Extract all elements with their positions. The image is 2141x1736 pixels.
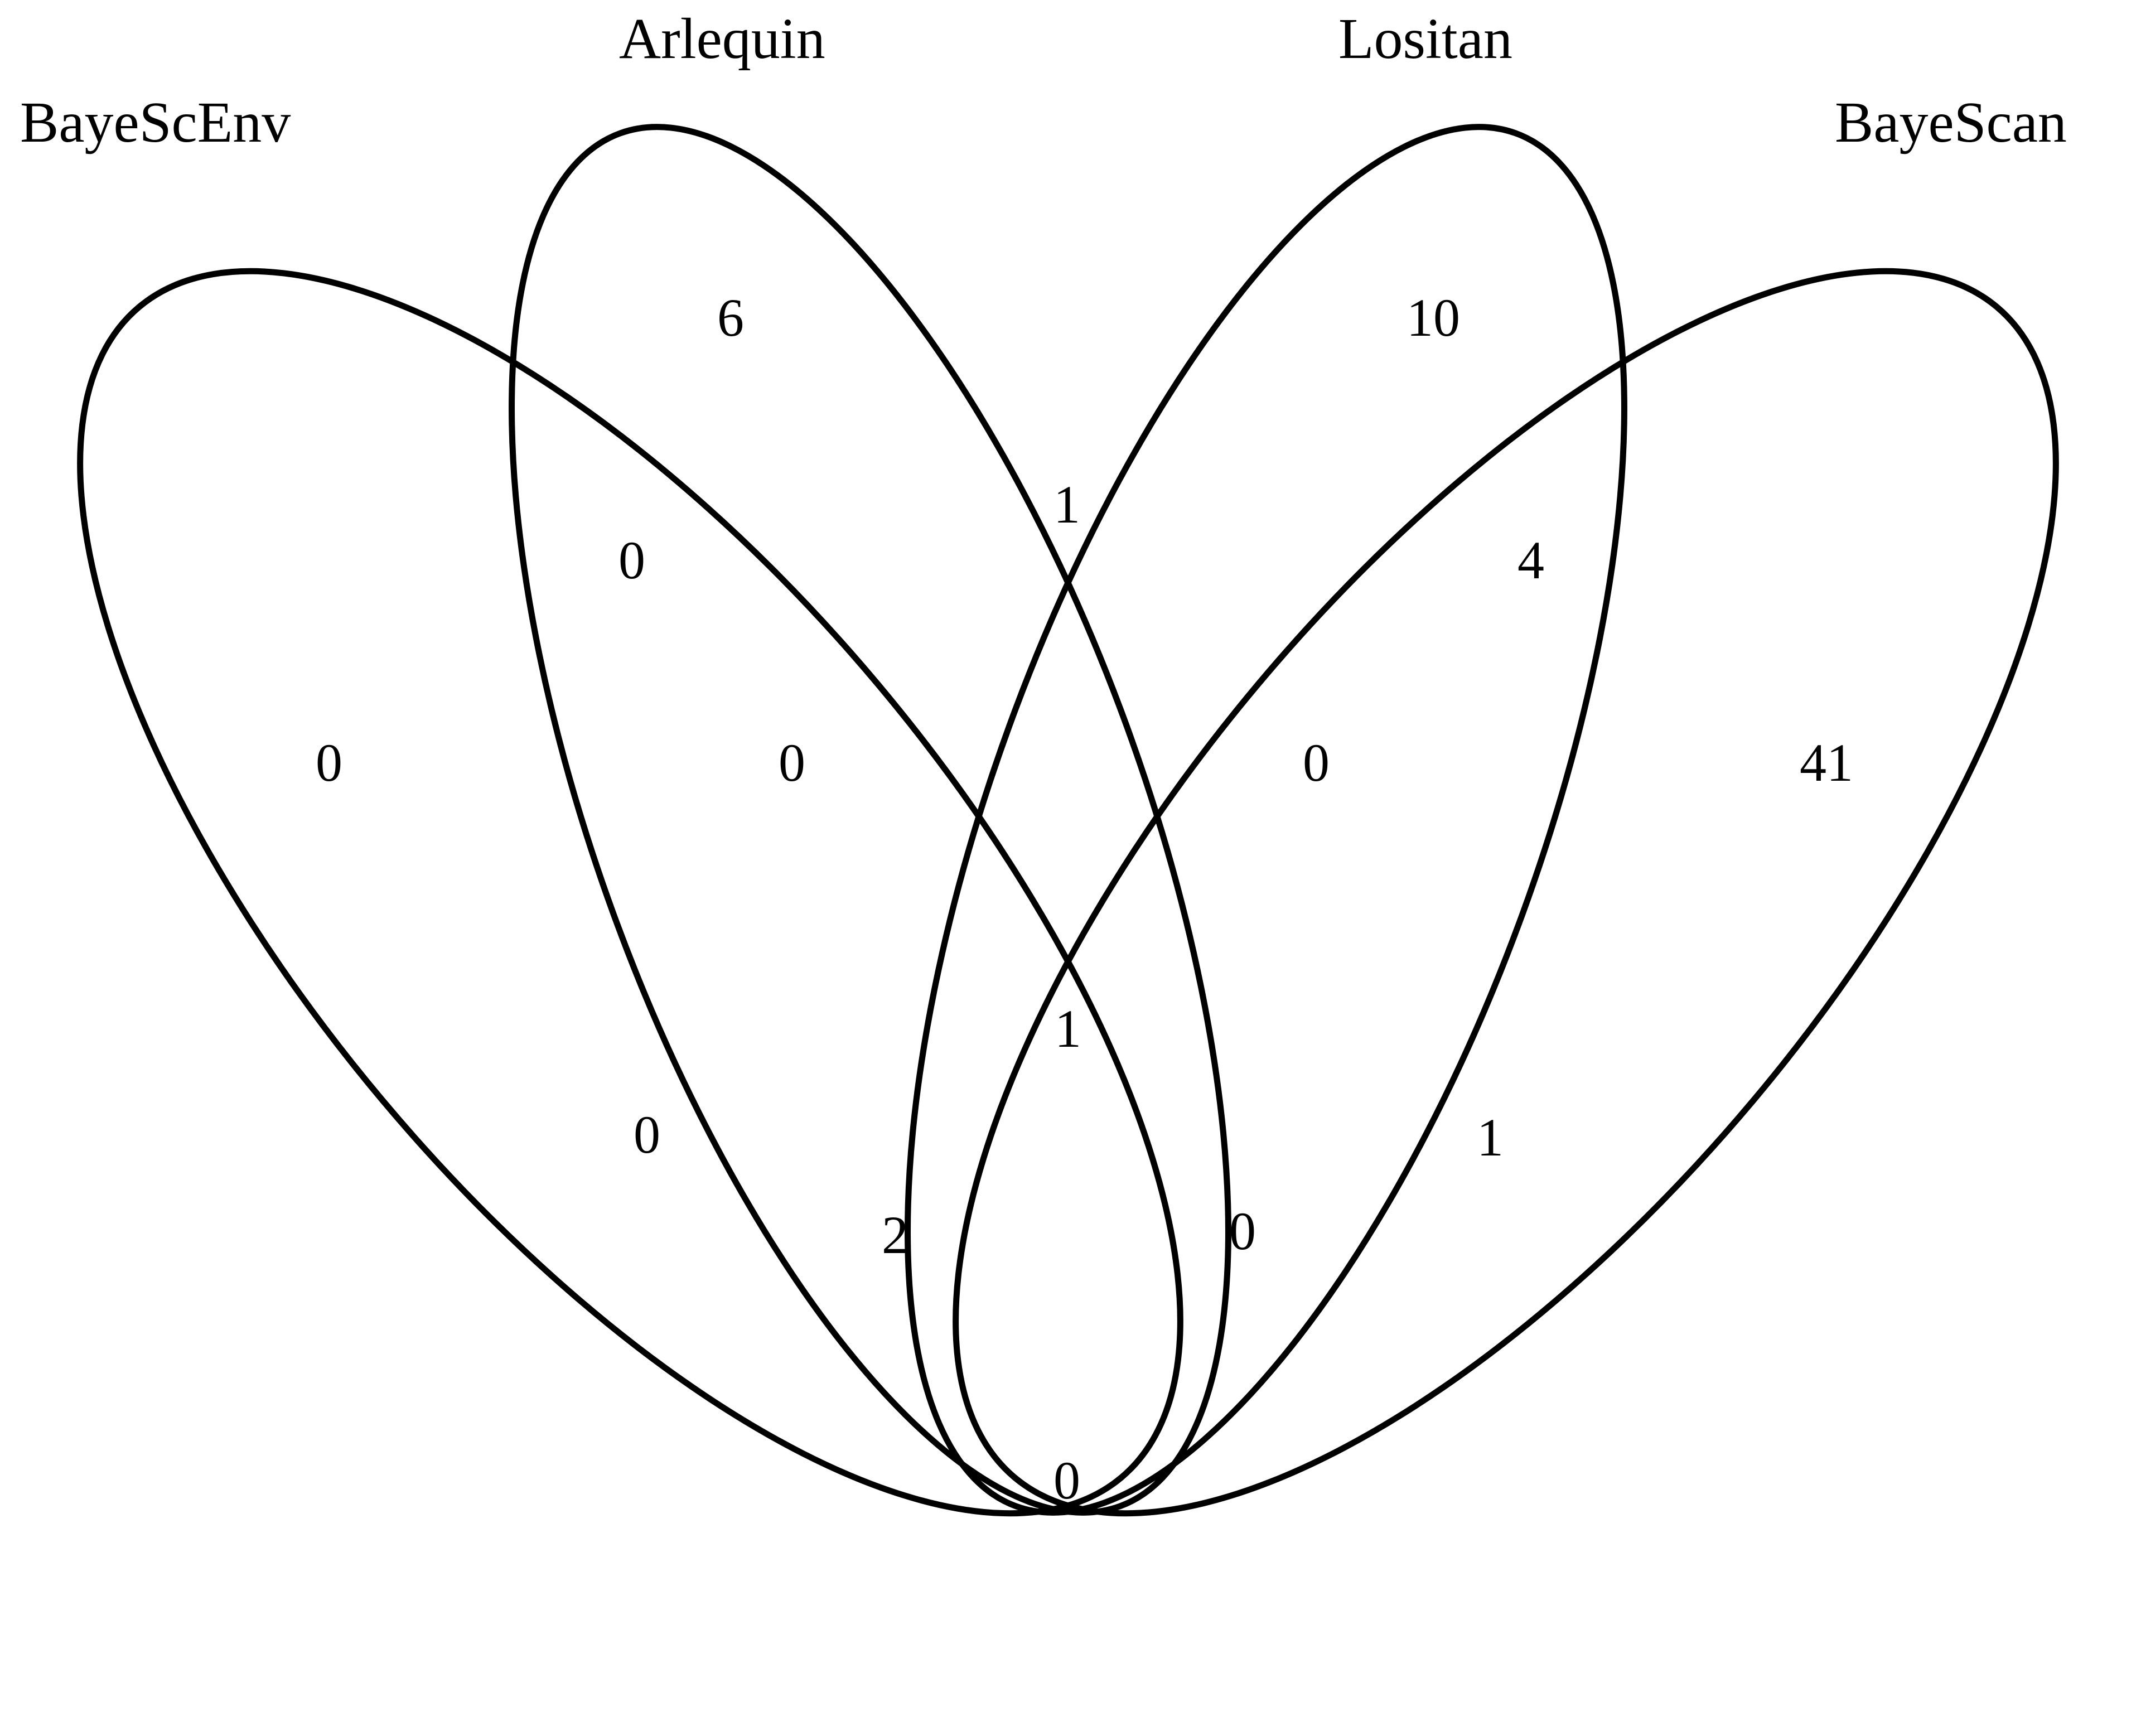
region-count-bayescan-only: 41 — [1800, 733, 1853, 792]
set-ellipse-bayescenv — [77, 268, 1183, 1517]
region-count-arlequin-lositan-bayescan: 1 — [1477, 1108, 1504, 1167]
region-count-lositan-only: 10 — [1407, 288, 1460, 347]
set-ellipse-arlequin — [509, 124, 1231, 1516]
region-count-all-four: 1 — [1055, 999, 1081, 1058]
region-count-bayescenv-arlequin: 0 — [618, 530, 645, 590]
region-count-bayescenv-only: 0 — [316, 733, 342, 792]
region-count-arlequin-lositan: 1 — [1053, 475, 1080, 534]
set-ellipse-lositan — [905, 124, 1627, 1516]
set-label-bayescenv: BayeScEnv — [20, 90, 291, 154]
set-label-lositan: Lositan — [1338, 7, 1512, 71]
region-count-bayescenv-arlequin-bayescan: 2 — [882, 1205, 908, 1265]
region-count-arlequin-only: 6 — [717, 288, 744, 347]
region-count-lositan-bayescan: 4 — [1517, 530, 1544, 590]
region-count-arlequin-bayescan: 0 — [1303, 733, 1330, 792]
region-count-bayescenv-lositan-bayescan: 0 — [1229, 1201, 1256, 1261]
region-count-bayescenv-bayescan: 0 — [1053, 1450, 1080, 1510]
region-count-bayescenv-arlequin-lositan: 0 — [634, 1105, 660, 1164]
set-label-bayescan: BayeScan — [1835, 90, 2067, 154]
set-label-arlequin: Arlequin — [619, 7, 825, 71]
region-count-bayescenv-lositan: 0 — [779, 733, 805, 792]
set-ellipse-bayescan — [953, 268, 2059, 1517]
